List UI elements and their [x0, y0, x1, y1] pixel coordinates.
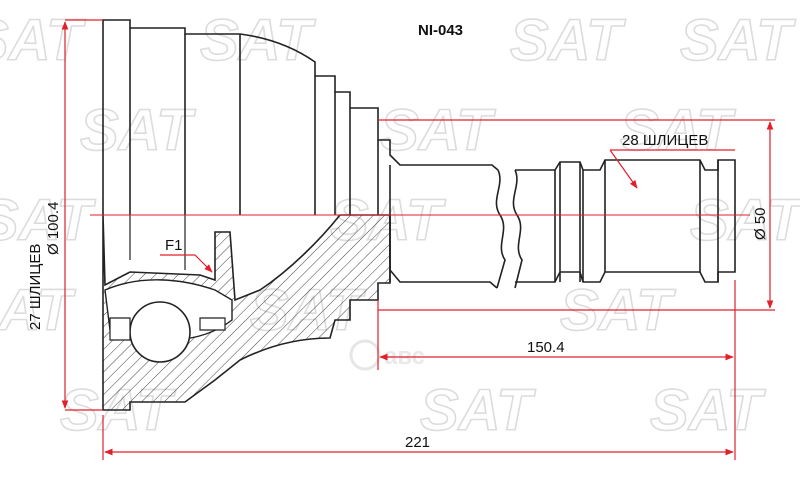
watermark-logo: SAT	[510, 8, 626, 73]
joint-cross-section	[102, 214, 391, 411]
joint-housing	[102, 19, 499, 215]
watermark-logo: SAT	[650, 378, 766, 443]
watermark-logo: SAT	[690, 188, 800, 253]
watermark-logo: SAT	[620, 98, 736, 163]
watermark-logo: SAT	[680, 8, 796, 73]
watermark-logo-emblem: авс	[349, 339, 425, 371]
watermark-logo: SAT	[200, 8, 316, 73]
ball-bearing	[129, 301, 191, 363]
stub-shaft	[389, 165, 498, 289]
watermark-logo: SAT	[0, 8, 86, 73]
outer-diameter-value: Ø 100.4	[45, 202, 62, 255]
watermark-logo: SAT	[380, 98, 496, 163]
splined-shaft-end	[515, 159, 736, 283]
watermark-logo: SAT	[0, 188, 96, 253]
shaft-length-value: 150.4	[527, 339, 565, 356]
shaft-break	[495, 169, 523, 289]
shaft-diameter-value: Ø 50	[752, 207, 769, 240]
joint-marker-label: F1	[165, 237, 183, 254]
outer-spline-count: 27 ШЛИЦЕВ	[27, 244, 44, 330]
f1-leader	[160, 254, 213, 273]
inner-spline-leader	[609, 149, 735, 189]
outer-diameter-dimension	[61, 19, 103, 411]
watermark-logo: SAT	[80, 98, 196, 163]
shaft-diameter-dimension	[378, 119, 775, 311]
watermark-logo: SAT	[420, 378, 536, 443]
overall-length-value: 221	[405, 434, 430, 451]
part-number: NI-043	[418, 22, 463, 39]
inner-spline-count: 28 ШЛИЦЕВ	[622, 132, 708, 149]
overall-length-dimension	[102, 370, 736, 460]
shaft-length-dimension	[377, 280, 736, 370]
